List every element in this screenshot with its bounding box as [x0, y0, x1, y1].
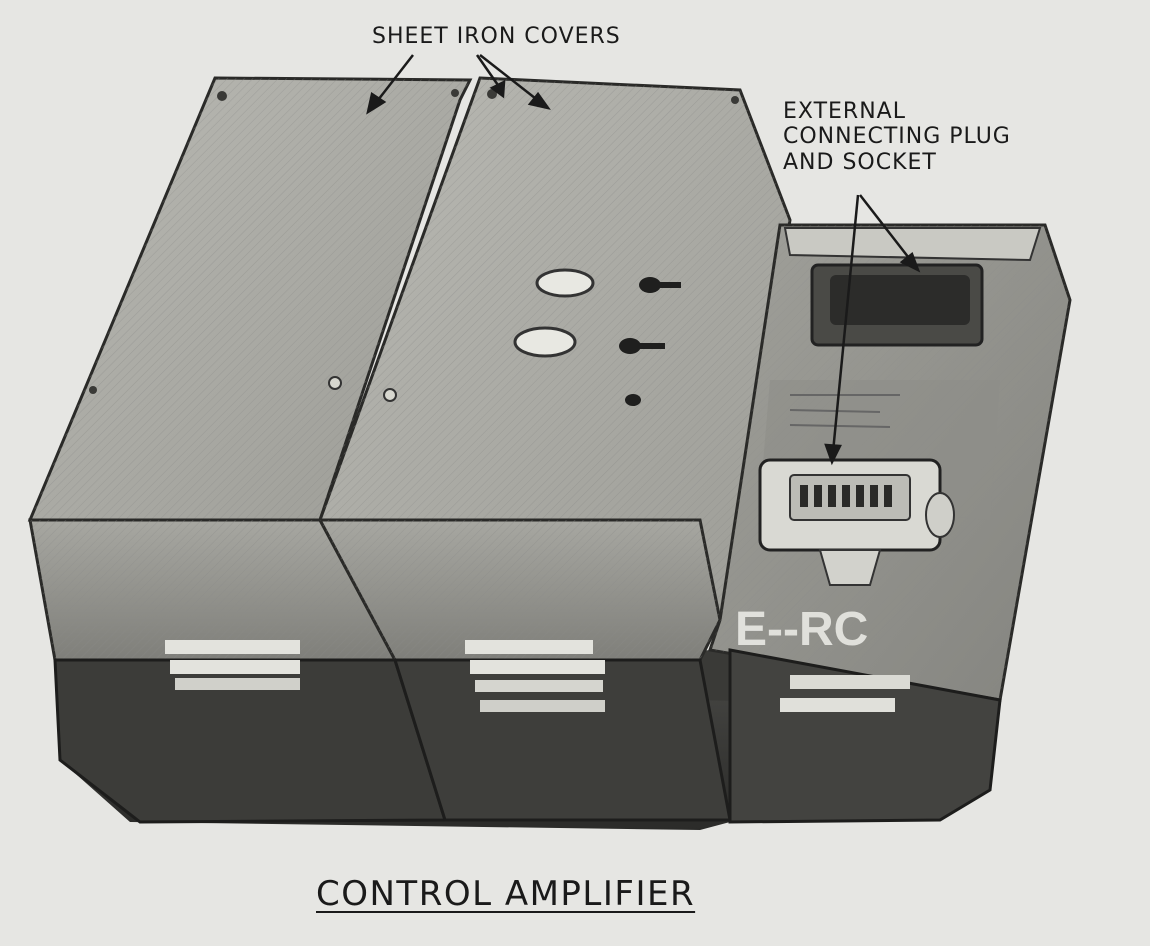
annotation-arrows	[366, 54, 921, 466]
figure-caption: CONTROL AMPLIFIER	[316, 874, 696, 914]
connector-label: EXTERNAL CONNECTING PLUG AND SOCKET	[783, 99, 1011, 175]
connector-label-line-1: EXTERNAL	[783, 99, 906, 124]
sheet-iron-covers-label: SHEET IRON COVERS	[372, 24, 621, 49]
left-cover	[27, 76, 473, 824]
middle-cover	[317, 76, 792, 822]
connector-unit: E--RC	[708, 223, 1072, 824]
nameplate-text: E--RC	[735, 603, 868, 656]
connector-label-line-3: AND SOCKET	[783, 149, 937, 175]
connector-label-line-2: CONNECTING PLUG	[783, 124, 1011, 150]
